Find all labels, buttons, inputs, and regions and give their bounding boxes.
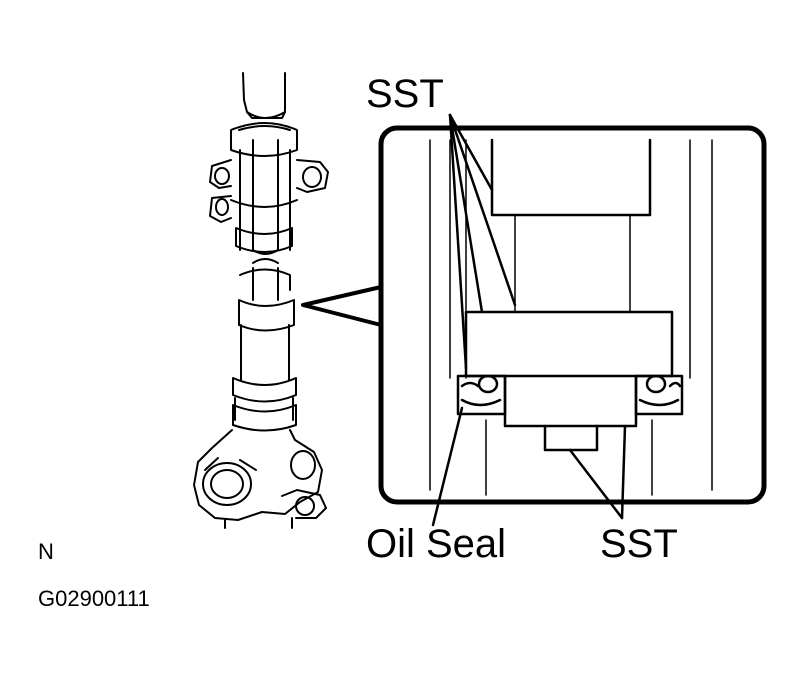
oil-seal-right (634, 374, 684, 416)
sst-top-label: SST (366, 72, 444, 116)
steering-rack-assembly (193, 72, 329, 529)
detail-view (378, 125, 767, 505)
oil-seal-left (456, 374, 507, 416)
oil-seal-label: Oil Seal (366, 522, 507, 566)
orientation-label: N (38, 539, 54, 564)
leader-lines (431, 113, 627, 527)
figure-id-label: G02900111 (38, 586, 150, 611)
sst-bottom-label: SST (600, 522, 678, 566)
callout-pointer (301, 285, 383, 327)
